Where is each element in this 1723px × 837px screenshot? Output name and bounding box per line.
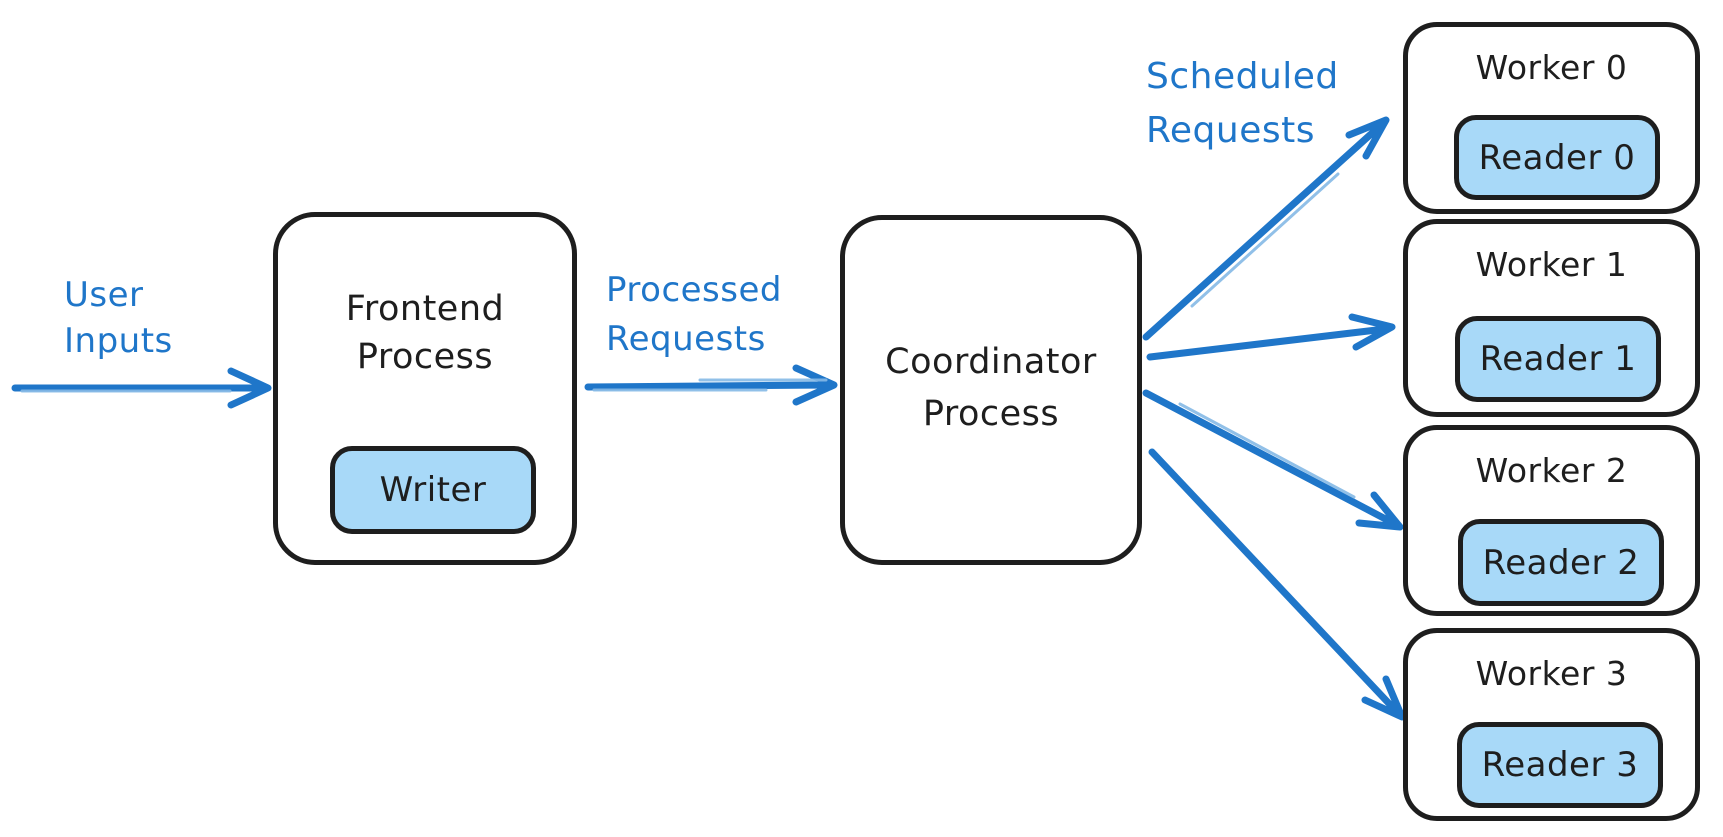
processed-requests-arrow-highlight [592,378,828,392]
scheduled-requests-arrow-2-highlight [1178,402,1356,499]
processed-requests-arrow [584,364,838,406]
writer-subnode: Writer [330,446,536,534]
worker-node-2: Worker 2 Reader 2 [1403,425,1700,616]
worker-1-title: Worker 1 [1475,245,1628,284]
reader-subnode-3: Reader 3 [1457,722,1663,808]
scheduled-requests-arrow-2 [1142,389,1404,531]
frontend-process-node: Frontend Process Writer [273,212,577,565]
reader-subnode-1: Reader 1 [1455,316,1661,402]
worker-3-title: Worker 3 [1475,654,1628,693]
scheduled-requests-arrow-1 [1146,313,1396,361]
processed-requests-label: Processed Requests [606,270,782,359]
worker-2-title: Worker 2 [1475,451,1628,490]
frontend-process-title: Frontend Process [345,289,505,377]
worker-node-1: Worker 1 Reader 1 [1403,219,1700,417]
reader-subnode-0: Reader 0 [1454,115,1660,200]
scheduled-requests-label: Scheduled Requests [1146,56,1339,151]
worker-0-title: Worker 0 [1475,48,1628,87]
user-inputs-arrow [11,367,272,409]
coordinator-process-title: Coordinator Process [885,342,1097,434]
worker-node-3: Worker 3 Reader 3 [1403,628,1700,821]
worker-node-0: Worker 0 Reader 0 [1403,22,1700,214]
scheduled-requests-arrow-3 [1148,448,1406,721]
scheduled-requests-arrow-0-highlight [1190,172,1340,308]
coordinator-process-node: Coordinator Process [840,215,1142,565]
user-inputs-label: User Inputs [64,275,173,361]
scheduled-requests-arrow-0 [1142,116,1390,341]
reader-subnode-2: Reader 2 [1458,519,1664,606]
